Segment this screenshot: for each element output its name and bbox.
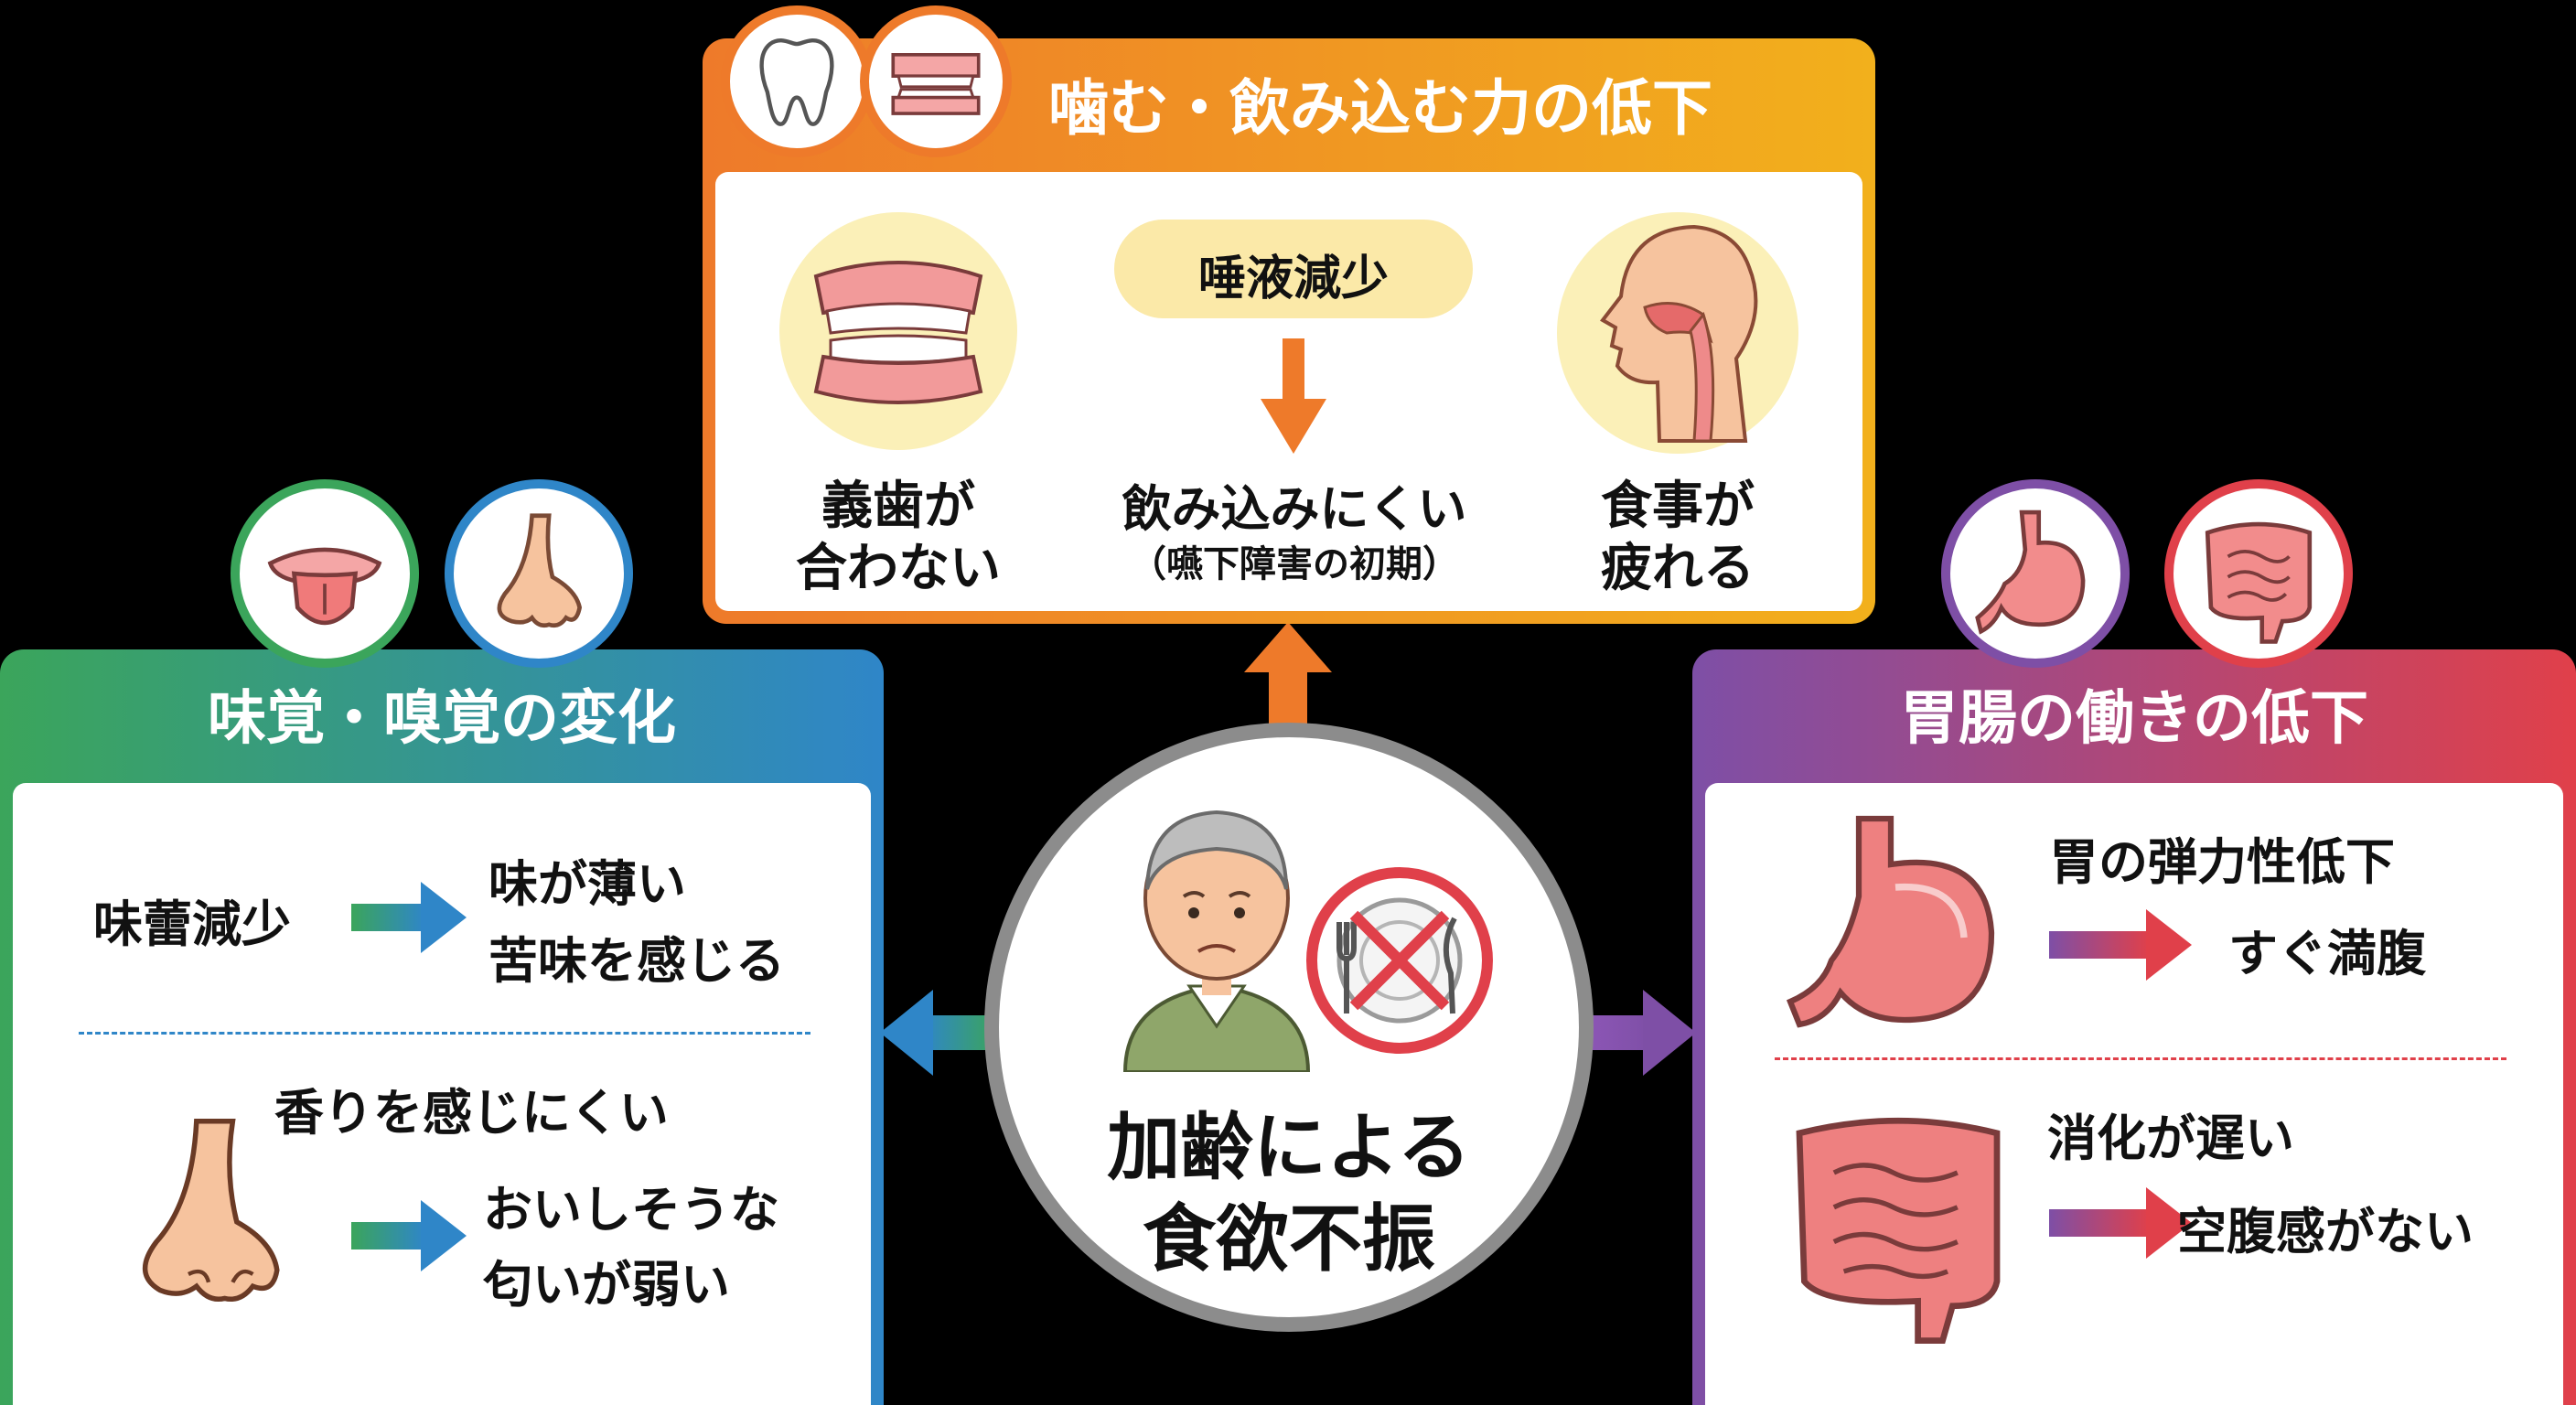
tooth-icon (759, 38, 834, 126)
right-panel-title: 胃腸の働きの低下 (1900, 685, 2368, 753)
taste-arrow-icon (351, 882, 467, 953)
arrow-left-connector (880, 990, 997, 1076)
tongue-icon (267, 547, 382, 626)
nose-large-icon (142, 1119, 280, 1302)
stomach-cause-text: 胃の弾力性低下 (2049, 833, 2395, 891)
tooth-badge (721, 5, 873, 157)
taste-effect-line1: 味が薄い (488, 855, 686, 913)
left-panel-body (13, 783, 871, 1405)
smell-effect-line1: おいしそうな (483, 1181, 779, 1239)
nose-icon (497, 513, 583, 628)
denture-text-line1: 義歯が (821, 477, 975, 536)
denture-text-line2: 合わない (796, 539, 1001, 598)
saliva-pill (1114, 220, 1473, 318)
taste-effect-line2: 苦味を感じる (488, 932, 785, 990)
stomach-icon (1975, 509, 2086, 635)
throat-icon (1557, 212, 1798, 454)
intestine-icon (2205, 521, 2313, 644)
intestine-large-icon (1796, 1117, 2001, 1344)
center-title-line2: 食欲不振 (1143, 1196, 1435, 1282)
intestine-effect-text: 空腹感がない (2177, 1203, 2474, 1260)
center-title-line1: 加齢による (1107, 1105, 1471, 1190)
stomach-badge (1941, 479, 2130, 668)
stomach-large-icon (1786, 815, 1995, 1028)
taste-cause-text: 味蕾減少 (93, 896, 291, 953)
stomach-effect-text: すぐ満腹 (2228, 925, 2426, 982)
swallow-text-line1: 飲み込みにくい (1122, 480, 1467, 538)
swallow-text-line2: （嚥下障害の初期） (1130, 543, 1459, 585)
no-eating-icon (1306, 867, 1493, 1054)
teeth-badge (860, 5, 1012, 157)
left-divider (79, 1032, 810, 1035)
left-panel-title: 味覚・嗅覚の変化 (208, 685, 676, 753)
saliva-label: 唾液減少 (1197, 252, 1389, 306)
intestine-badge (2164, 479, 2353, 668)
tongue-badge (231, 479, 419, 668)
smell-cause-text: 香りを感じにくい (274, 1084, 669, 1142)
smell-arrow-icon (351, 1200, 467, 1271)
smell-effect-line2: 匂いが弱い (483, 1256, 730, 1314)
tired-text-line2: 疲れる (1601, 539, 1755, 598)
intestine-cause-text: 消化が遅い (2047, 1110, 2294, 1167)
denture-icon (779, 212, 1017, 450)
nose-badge (445, 479, 633, 668)
arrow-right-connector (1579, 990, 1696, 1076)
arrow-up-connector (1244, 622, 1332, 727)
stomach-arrow-icon (2049, 909, 2192, 981)
elderly-person-icon (1122, 810, 1311, 1072)
top-panel-title: 噛む・飲み込む力の低下 (1048, 73, 1712, 144)
intestine-arrow-icon (2049, 1187, 2192, 1259)
arrow-down-icon (1261, 338, 1326, 454)
tired-text-line1: 食事が (1601, 477, 1755, 536)
right-divider (1775, 1057, 2506, 1060)
teeth-icon (891, 52, 981, 115)
